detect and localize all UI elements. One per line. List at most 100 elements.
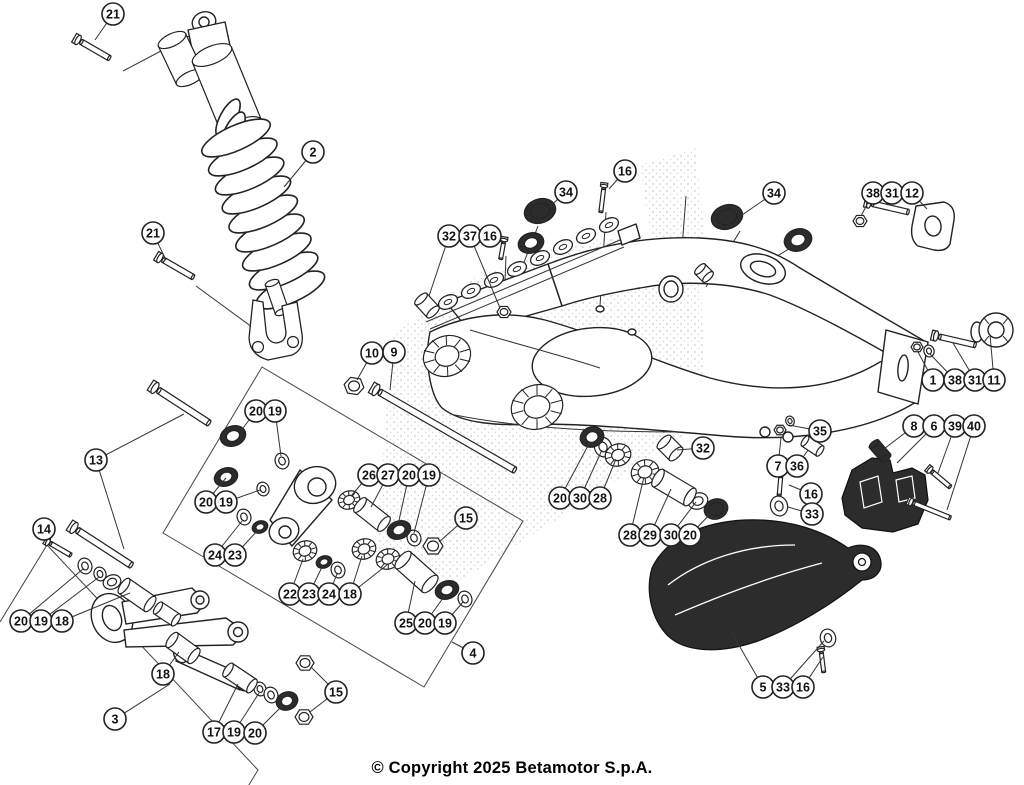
callout-34: 34 bbox=[554, 180, 578, 204]
callout-21: 21 bbox=[141, 221, 165, 245]
callout-36: 36 bbox=[785, 454, 809, 478]
callout-38: 38 bbox=[943, 368, 967, 392]
svg-text:29: 29 bbox=[643, 529, 657, 543]
svg-text:35: 35 bbox=[813, 425, 827, 439]
svg-text:16: 16 bbox=[618, 165, 632, 179]
swingarm-lug bbox=[759, 426, 771, 438]
svg-text:1: 1 bbox=[930, 374, 937, 388]
svg-text:33: 33 bbox=[805, 508, 819, 522]
callout-40: 40 bbox=[962, 414, 986, 438]
svg-text:19: 19 bbox=[438, 617, 452, 631]
svg-text:10: 10 bbox=[365, 347, 379, 361]
group-3-box bbox=[0, 544, 259, 785]
swingarm-lug bbox=[782, 431, 794, 443]
callout-20: 20 bbox=[548, 486, 572, 510]
svg-text:20: 20 bbox=[418, 617, 432, 631]
svg-text:19: 19 bbox=[422, 469, 436, 483]
callout-15: 15 bbox=[454, 506, 478, 530]
svg-text:19: 19 bbox=[227, 726, 241, 740]
callout-16: 16 bbox=[478, 224, 502, 248]
callout-20: 20 bbox=[678, 523, 702, 547]
svg-text:18: 18 bbox=[55, 615, 69, 629]
callout-20: 20 bbox=[397, 463, 421, 487]
svg-text:21: 21 bbox=[146, 227, 160, 241]
callout-29: 29 bbox=[638, 523, 662, 547]
svg-text:25: 25 bbox=[399, 617, 413, 631]
callout-31: 31 bbox=[880, 181, 904, 205]
callout-20: 20 bbox=[244, 399, 268, 423]
svg-text:16: 16 bbox=[796, 681, 810, 695]
callout-26: 26 bbox=[357, 463, 381, 487]
svg-text:15: 15 bbox=[459, 512, 473, 526]
callout-leader-40 bbox=[946, 425, 975, 511]
svg-text:32: 32 bbox=[696, 442, 710, 456]
svg-text:34: 34 bbox=[559, 186, 573, 200]
callout-19: 19 bbox=[222, 720, 246, 744]
callout-32: 32 bbox=[437, 224, 461, 248]
svg-text:34: 34 bbox=[767, 187, 781, 201]
callout-16: 16 bbox=[791, 675, 815, 699]
svg-text:24: 24 bbox=[322, 588, 336, 602]
svg-text:23: 23 bbox=[302, 588, 316, 602]
callout-leader-19 bbox=[40, 576, 100, 622]
svg-text:13: 13 bbox=[89, 454, 103, 468]
callout-19: 19 bbox=[214, 490, 238, 514]
svg-text:20: 20 bbox=[683, 529, 697, 543]
callout-19: 19 bbox=[263, 399, 287, 423]
svg-text:23: 23 bbox=[228, 549, 242, 563]
callout-18: 18 bbox=[338, 582, 362, 606]
svg-text:2: 2 bbox=[310, 146, 317, 160]
callout-39: 39 bbox=[943, 414, 967, 438]
svg-text:19: 19 bbox=[219, 496, 233, 510]
svg-text:5: 5 bbox=[760, 681, 767, 695]
svg-text:30: 30 bbox=[664, 529, 678, 543]
svg-text:27: 27 bbox=[381, 469, 395, 483]
callout-19: 19 bbox=[417, 463, 441, 487]
svg-text:21: 21 bbox=[106, 8, 120, 22]
svg-text:20: 20 bbox=[553, 492, 567, 506]
svg-text:28: 28 bbox=[623, 529, 637, 543]
svg-text:20: 20 bbox=[14, 615, 28, 629]
svg-text:31: 31 bbox=[968, 374, 982, 388]
svg-text:6: 6 bbox=[931, 420, 938, 434]
callout-22: 22 bbox=[278, 582, 302, 606]
callout-28: 28 bbox=[618, 523, 642, 547]
callout-2: 2 bbox=[301, 140, 325, 164]
svg-text:16: 16 bbox=[804, 488, 818, 502]
callout-23: 23 bbox=[223, 543, 247, 567]
svg-text:30: 30 bbox=[573, 492, 587, 506]
callout-17: 17 bbox=[202, 720, 226, 744]
callout-7: 7 bbox=[766, 454, 790, 478]
linkage-group4-illustration bbox=[268, 465, 337, 547]
svg-text:36: 36 bbox=[790, 460, 804, 474]
callout-6: 6 bbox=[922, 414, 946, 438]
callout-leader-20 bbox=[20, 568, 84, 622]
callout-leader-13 bbox=[95, 459, 125, 550]
callout-38: 38 bbox=[861, 181, 885, 205]
callout-8: 8 bbox=[902, 414, 926, 438]
svg-text:22: 22 bbox=[283, 588, 297, 602]
callout-30: 30 bbox=[568, 486, 592, 510]
callout-16: 16 bbox=[799, 482, 823, 506]
callout-3: 3 bbox=[103, 707, 127, 731]
axle-end-cap bbox=[970, 312, 1014, 348]
callout-1: 1 bbox=[921, 368, 945, 392]
chain-guide-top-illustration bbox=[425, 223, 641, 330]
copyright-notice: © Copyright 2025 Betamotor S.p.A. bbox=[371, 759, 653, 777]
callout-23: 23 bbox=[297, 582, 321, 606]
callout-9: 9 bbox=[382, 340, 406, 364]
chain-guide-block-illustration bbox=[841, 457, 929, 533]
callout-33: 33 bbox=[800, 502, 824, 526]
svg-text:15: 15 bbox=[329, 686, 343, 700]
svg-text:18: 18 bbox=[343, 588, 357, 602]
svg-text:38: 38 bbox=[866, 187, 880, 201]
callout-15: 15 bbox=[324, 680, 348, 704]
callout-leader-13 bbox=[95, 413, 185, 461]
callout-4: 4 bbox=[461, 641, 485, 665]
callout-5: 5 bbox=[751, 675, 775, 699]
svg-text:20: 20 bbox=[248, 727, 262, 741]
callout-30: 30 bbox=[659, 523, 683, 547]
